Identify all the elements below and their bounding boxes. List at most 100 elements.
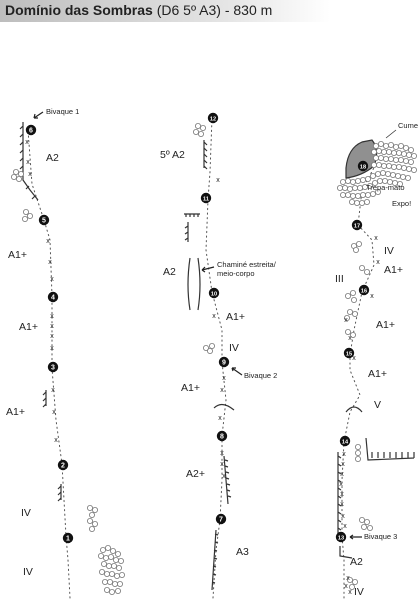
bolt-x: x bbox=[376, 259, 380, 266]
arrow-icon bbox=[349, 534, 362, 540]
grade-label: A2 bbox=[350, 556, 363, 568]
station-number: 9 bbox=[222, 359, 226, 366]
station-number: 18 bbox=[360, 164, 366, 170]
station-number: 2 bbox=[61, 462, 65, 469]
wall-col2-low bbox=[211, 529, 219, 591]
belay-station-10: 10 bbox=[208, 287, 220, 299]
station-number: 10 bbox=[211, 291, 217, 297]
bolt-x: x bbox=[54, 437, 58, 444]
station-number: 4 bbox=[51, 294, 55, 301]
station-number: 11 bbox=[203, 196, 209, 202]
wall-col2-mid bbox=[223, 455, 232, 505]
overhang-col2 bbox=[213, 403, 235, 411]
bolt-x: x bbox=[220, 461, 224, 468]
belay-station-18: 18 bbox=[357, 160, 369, 172]
station-marker bbox=[358, 284, 370, 296]
station-marker bbox=[57, 459, 69, 471]
wall-col3-base bbox=[339, 546, 353, 559]
station-marker bbox=[207, 112, 219, 124]
station-marker bbox=[343, 347, 355, 359]
wall-col1-mid bbox=[42, 390, 47, 408]
bolt-x: x bbox=[50, 333, 54, 340]
bolt-x: x bbox=[52, 409, 56, 416]
station-marker bbox=[357, 160, 369, 172]
bolt-x: x bbox=[340, 491, 344, 498]
bolt-x: x bbox=[212, 313, 216, 320]
bolt-x: x bbox=[220, 450, 224, 457]
station-number: 6 bbox=[29, 127, 33, 134]
arrow-icon bbox=[33, 111, 44, 119]
belay-station-9: 9 bbox=[218, 356, 230, 368]
grade-label: A1+ bbox=[19, 321, 38, 333]
belay-station-14: 14 bbox=[339, 435, 351, 447]
belay-station-4: 4 bbox=[47, 291, 59, 303]
station-number: 16 bbox=[361, 288, 367, 294]
station-marker bbox=[351, 219, 363, 231]
bolt-x: x bbox=[222, 375, 226, 382]
bolt-x: x bbox=[50, 313, 54, 320]
bolt-x: x bbox=[46, 238, 50, 245]
bolt-x: x bbox=[342, 451, 346, 458]
arrow-icon bbox=[201, 266, 215, 273]
belay-station-13: 13 bbox=[335, 531, 347, 543]
bolt-x: x bbox=[348, 335, 352, 342]
wall-col2-top bbox=[203, 140, 208, 170]
wall-col3-main bbox=[337, 452, 342, 540]
station-marker bbox=[47, 291, 59, 303]
arrow-icon bbox=[231, 367, 243, 376]
belay-station-5: 5 bbox=[38, 214, 50, 226]
station-marker bbox=[200, 192, 212, 204]
rock-cluster-col1-b bbox=[21, 208, 33, 223]
station-marker bbox=[339, 435, 351, 447]
bolt-x: x bbox=[344, 317, 348, 324]
bolt-x: x bbox=[50, 276, 54, 283]
station-number: 8 bbox=[220, 433, 224, 440]
grade-label: IV bbox=[21, 507, 31, 519]
grade-label: A1+ bbox=[376, 319, 395, 331]
bolt-x: x bbox=[346, 575, 350, 582]
station-number: 5 bbox=[42, 217, 46, 224]
bolt-x: x bbox=[50, 345, 54, 352]
station-number: 17 bbox=[354, 223, 360, 229]
station-number: 7 bbox=[219, 516, 223, 523]
rock-cluster-col3-g bbox=[358, 517, 374, 531]
chimney-label-line-1: Chaminé estreita/ bbox=[217, 260, 277, 269]
route-details: (D6 5º A3) - 830 m bbox=[156, 2, 273, 18]
bolt-x: x bbox=[28, 171, 32, 178]
belay-station-3: 3 bbox=[47, 361, 59, 373]
belay-station-11: 11 bbox=[200, 192, 212, 204]
grade-label: A2 bbox=[46, 152, 59, 164]
summit-label: Cume bbox=[398, 121, 418, 130]
grade-label: IV bbox=[384, 245, 394, 257]
grade-labels: A2 A1+ A1+ A1+ IV IV 5º A2 A2 A1+ IV A1+… bbox=[6, 149, 403, 598]
grade-label: V bbox=[374, 399, 381, 411]
rock-cluster-col1-a bbox=[10, 168, 25, 183]
bolt-x: x bbox=[51, 387, 55, 394]
bolt-x: x bbox=[26, 159, 30, 166]
grade-label: A1+ bbox=[6, 406, 25, 418]
chimney-label-line-2: meio-corpo bbox=[217, 269, 255, 278]
grade-label: A2+ bbox=[186, 468, 205, 480]
bolt-x: x bbox=[50, 323, 54, 330]
station-number: 3 bbox=[51, 364, 55, 371]
overhang-col3-v bbox=[345, 406, 363, 413]
station-number: 13 bbox=[338, 535, 344, 541]
belay-station-2: 2 bbox=[57, 459, 69, 471]
bolt-x: x bbox=[344, 583, 348, 590]
station-marker bbox=[25, 124, 37, 136]
station-marker bbox=[218, 356, 230, 368]
expo-label: Expo! bbox=[392, 199, 411, 208]
rock-cluster-col2-b bbox=[202, 342, 216, 355]
bolt-x: x bbox=[340, 501, 344, 508]
route-lines bbox=[27, 117, 377, 599]
belay-station-16: 16 bbox=[358, 284, 370, 296]
bivouac-3-label: Bivaque 3 bbox=[364, 532, 397, 541]
belay-station-15: 15 bbox=[343, 347, 355, 359]
bolt-x: x bbox=[348, 589, 352, 596]
grade-label: IV bbox=[23, 566, 33, 578]
bolt-x: x bbox=[341, 461, 345, 468]
grade-label: A3 bbox=[236, 546, 249, 558]
bivouac-2-label: Bivaque 2 bbox=[244, 371, 277, 380]
